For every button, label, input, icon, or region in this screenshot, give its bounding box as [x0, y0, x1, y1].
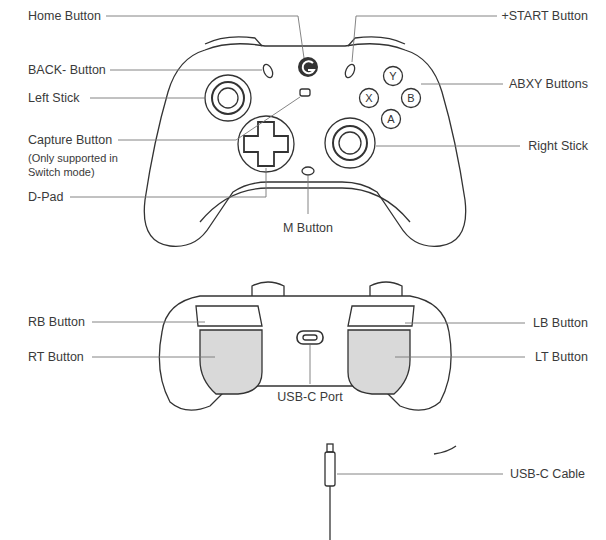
stick-cap	[333, 126, 367, 160]
part-label: Capture Button	[28, 133, 112, 147]
stick-cap	[212, 82, 244, 114]
face-button	[384, 67, 403, 86]
leader-line	[395, 357, 525, 358]
part-label: M Button	[283, 221, 333, 235]
part-label: USB-C Cable	[510, 467, 585, 481]
part-label: LB Button	[533, 316, 588, 330]
part-label: BACK- Button	[28, 63, 106, 77]
leader-line	[421, 84, 503, 85]
part-label: ABXY Buttons	[509, 77, 588, 91]
leader-line	[92, 322, 205, 323]
body-contour	[200, 188, 410, 222]
face-button	[382, 110, 401, 129]
leader-line	[352, 16, 497, 62]
cable-connector	[325, 452, 335, 486]
dpad-ring	[238, 116, 294, 172]
capture-button	[300, 89, 310, 96]
note-text: (Only supported in Switch mode)	[28, 151, 136, 179]
leader-line	[405, 323, 525, 324]
cable-plug	[327, 444, 333, 452]
leader-line	[106, 16, 304, 58]
button-letter: B	[407, 92, 414, 104]
button-letter: X	[365, 92, 372, 104]
cable-curve	[434, 446, 456, 454]
back-button	[261, 63, 274, 79]
controller-body	[144, 44, 465, 247]
stick-ring	[205, 75, 251, 121]
stick-top	[370, 282, 402, 296]
cable-wire	[329, 486, 330, 540]
leader-line	[118, 97, 300, 140]
face-button	[402, 89, 421, 108]
face-button	[360, 89, 379, 108]
part-label: RB Button	[28, 315, 85, 329]
button-letter: A	[387, 113, 394, 125]
part-label: Right Stick	[528, 139, 588, 153]
stick-top	[252, 282, 284, 296]
part-label: RT Button	[28, 350, 84, 364]
lt-trigger	[348, 330, 410, 394]
home-button-group	[298, 57, 318, 77]
button-letter: Y	[389, 70, 396, 82]
part-label: LT Button	[535, 350, 588, 364]
part-label: Home Button	[28, 9, 101, 23]
leader-line	[308, 176, 309, 214]
home-logo	[303, 61, 314, 73]
leader-line	[110, 70, 262, 71]
stick-center	[218, 88, 238, 108]
leader-line	[92, 357, 215, 358]
rt-trigger	[200, 330, 262, 394]
part-label: +START Button	[501, 9, 588, 23]
part-label: D-Pad	[28, 190, 63, 204]
m-button	[302, 167, 314, 175]
leader-line	[70, 168, 266, 197]
rb-bumper	[196, 306, 262, 326]
part-label: Left Stick	[28, 91, 79, 105]
usb-c-port	[297, 331, 323, 344]
home-button	[298, 57, 318, 77]
leader-line	[90, 98, 205, 99]
stick-center	[339, 132, 361, 154]
leader-line	[376, 146, 520, 147]
stick-ring	[325, 118, 375, 168]
start-button	[343, 63, 356, 79]
controller-back-body	[159, 296, 451, 410]
usb-c-port-inner	[303, 335, 317, 340]
part-label: USB-C Port	[277, 390, 342, 404]
dpad-cross	[244, 122, 288, 166]
lb-bumper	[348, 306, 414, 326]
leader-line	[337, 474, 503, 475]
leader-line	[310, 345, 311, 384]
